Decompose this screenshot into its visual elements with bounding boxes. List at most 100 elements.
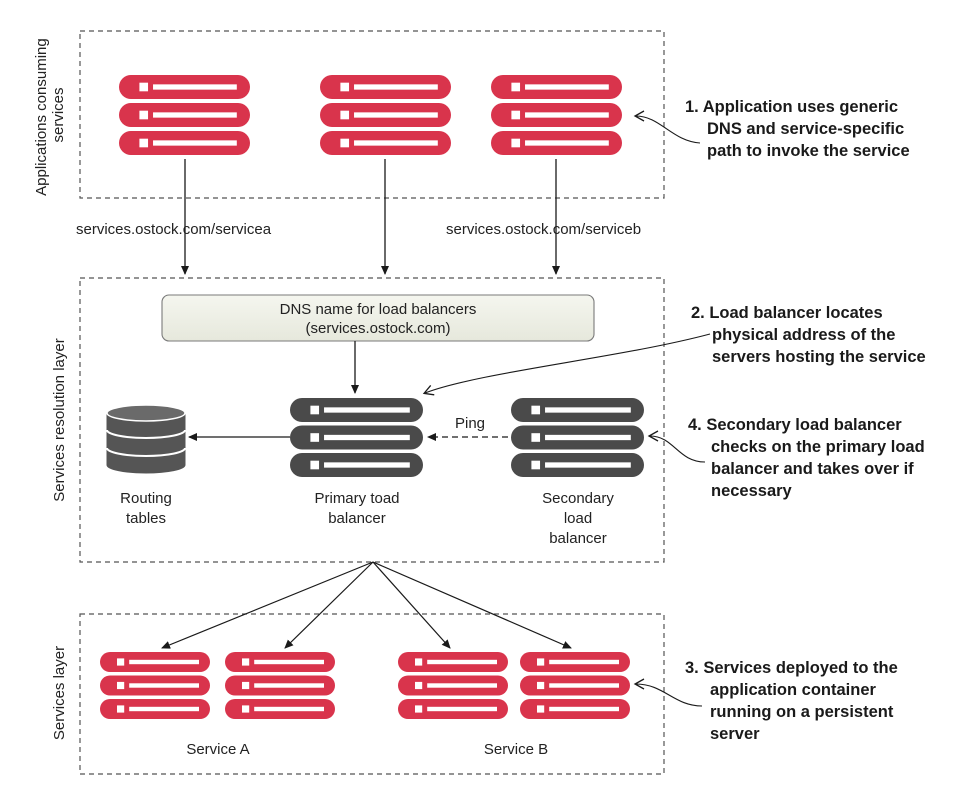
note-1-line2: DNS and service-specific	[707, 120, 904, 138]
service-b-server-2-slot	[549, 683, 619, 688]
service-b-server-2-led	[537, 681, 545, 690]
service-a-server-1-led	[117, 681, 125, 690]
service-b-server-2-slot	[549, 706, 619, 712]
secondary-load-balancer-slot	[545, 434, 631, 441]
service-a-server-1-slot	[129, 683, 199, 688]
note-4-line4: necessary	[711, 482, 793, 500]
note-3-line3: running on a persistent	[710, 703, 894, 721]
url-serviceb: services.ostock.com/serviceb	[446, 221, 641, 238]
primary-load-balancer-led	[310, 405, 320, 415]
server-stacks	[100, 75, 644, 719]
app-server-3-slot	[525, 84, 609, 90]
app-server-3-icon	[491, 75, 622, 155]
primary-load-balancer-slot	[324, 462, 410, 468]
service-b-server-1-led	[415, 681, 423, 690]
app-server-3-led	[511, 82, 521, 92]
app-server-2-slot	[354, 84, 438, 90]
note-4-line2: checks on the primary load	[711, 438, 925, 456]
service-a-server-1-led	[117, 705, 125, 713]
note-2-line3: servers hosting the service	[712, 348, 926, 366]
layer-label-applications: Applications consuming services	[33, 34, 67, 196]
service-b-server-1-slot	[427, 659, 497, 665]
note-1: 1. Application uses generic DNS and serv…	[685, 98, 910, 160]
service-a-server-1-slot	[129, 659, 199, 665]
service-b-server-2-slot	[549, 659, 619, 665]
service-a-server-1-led	[117, 658, 125, 666]
layer-label-applications-line1: Applications consuming	[33, 38, 50, 196]
app-server-1-led	[139, 110, 149, 120]
note-2: 2. Load balancer locates physical addres…	[691, 304, 926, 366]
service-b-server-2-led	[537, 658, 545, 666]
service-b-server-2-led	[537, 705, 545, 713]
service-b-label: Service B	[484, 741, 548, 758]
note-1-line3: path to invoke the service	[707, 142, 910, 160]
secondary-load-balancer-led	[531, 460, 541, 470]
routing-tables-label-line2: tables	[126, 510, 166, 527]
note-2-line1: 2. Load balancer locates	[691, 304, 883, 322]
secondary-load-balancer-led	[531, 433, 541, 442]
secondary-load-balancer-led	[531, 405, 541, 415]
primary-load-balancer-led	[310, 433, 320, 442]
app-server-2-led	[340, 110, 350, 120]
service-a-server-1-slot	[129, 706, 199, 712]
app-server-2-led	[340, 138, 350, 148]
url-servicea: services.ostock.com/servicea	[76, 221, 272, 238]
service-b-server-2-icon	[520, 652, 630, 719]
service-a-server-2-led	[242, 705, 250, 713]
primary-load-balancer-icon	[290, 398, 423, 477]
app-server-2-slot	[354, 112, 438, 118]
ping-label: Ping	[455, 415, 485, 432]
layer-label-services: Services layer	[51, 646, 68, 740]
service-a-server-2-slot	[254, 659, 324, 665]
app-server-3-led	[511, 138, 521, 148]
app-server-1-slot	[153, 140, 237, 146]
secondary-load-balancer-slot	[545, 407, 631, 413]
fanout-arrows	[161, 561, 572, 649]
app-server-1-slot	[153, 84, 237, 90]
callout-connector-4	[647, 430, 706, 463]
app-server-1-led	[139, 138, 149, 148]
app-server-3-slot	[525, 140, 609, 146]
applications-layer-box	[79, 30, 665, 199]
secondary-lb-label-line3: balancer	[549, 530, 607, 547]
service-b-server-1-slot	[427, 706, 497, 712]
service-a-server-2-led	[242, 681, 250, 690]
service-b-server-1-icon	[398, 652, 508, 719]
primary-lb-label-line1: Primary toad	[314, 490, 399, 507]
primary-lb-label-line2: balancer	[328, 510, 386, 527]
note-3-line1: 3. Services deployed to the	[685, 659, 898, 677]
app-server-1-icon	[119, 75, 250, 155]
callout-connector-2	[422, 333, 711, 396]
service-a-server-2-led	[242, 658, 250, 666]
app-server-3-slot	[525, 112, 609, 118]
layer-label-resolution: Services resolution layer	[51, 338, 68, 501]
dns-box	[161, 294, 595, 342]
app-server-2-icon	[320, 75, 451, 155]
app-server-1-led	[139, 82, 149, 92]
note-2-line2: physical address of the	[712, 326, 895, 344]
note-4-line1: 4. Secondary load balancer	[688, 416, 902, 434]
note-3-line2: application container	[710, 681, 877, 699]
secondary-load-balancer-slot	[545, 462, 631, 468]
service-b-server-1-slot	[427, 683, 497, 688]
service-a-server-2-slot	[254, 706, 324, 712]
service-b-server-1-led	[415, 705, 423, 713]
callout-connector-3	[633, 678, 703, 707]
services-layer-box	[79, 613, 665, 775]
layer-label-applications-line2: services	[50, 87, 67, 142]
callout-connector-1	[633, 110, 701, 144]
note-4: 4. Secondary load balancer checks on the…	[688, 416, 929, 500]
note-1-line1: 1. Application uses generic	[685, 98, 898, 116]
secondary-load-balancer-icon	[511, 398, 644, 477]
secondary-lb-label-line1: Secondary	[542, 490, 614, 507]
secondary-lb-label-line2: load	[564, 510, 592, 527]
service-a-server-2-slot	[254, 683, 324, 688]
app-server-2-slot	[354, 140, 438, 146]
routing-tables-label-line1: Routing	[120, 490, 172, 507]
primary-load-balancer-slot	[324, 407, 410, 413]
app-server-1-slot	[153, 112, 237, 118]
service-a-server-1-icon	[100, 652, 210, 719]
dns-box-line2: (services.ostock.com)	[305, 320, 450, 337]
